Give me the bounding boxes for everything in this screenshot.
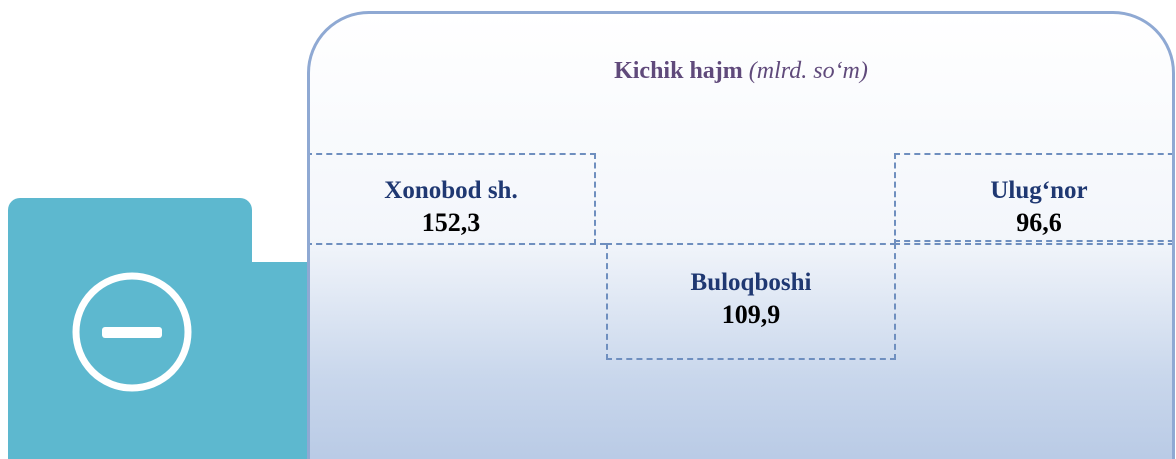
region-name: Buloqboshi xyxy=(690,269,812,296)
region-value: 96,6 xyxy=(1016,208,1062,237)
panel-title-main: Kichik hajm xyxy=(614,58,743,84)
region-name: Xonobod sh. xyxy=(384,177,518,204)
region-xonobod: Xonobod sh. 152,3 xyxy=(310,153,596,245)
region-buloqboshi: Buloqboshi 109,9 xyxy=(606,243,896,360)
region-ulugnor: Ulug‘nor 96,6 xyxy=(894,153,1172,245)
panel-title-unit: (mlrd. so‘m) xyxy=(748,58,868,84)
region-value: 152,3 xyxy=(421,208,481,237)
connector-tab xyxy=(240,262,310,459)
region-name: Ulug‘nor xyxy=(990,177,1088,204)
region-value: 109,9 xyxy=(721,300,781,329)
divider-line-right xyxy=(894,240,1172,242)
panel-title: Kichik hajm (mlrd. so‘m) xyxy=(310,58,1172,85)
minus-circle-icon xyxy=(72,272,192,392)
info-panel: Kichik hajm (mlrd. so‘m) Xonobod sh. 152… xyxy=(307,11,1175,459)
